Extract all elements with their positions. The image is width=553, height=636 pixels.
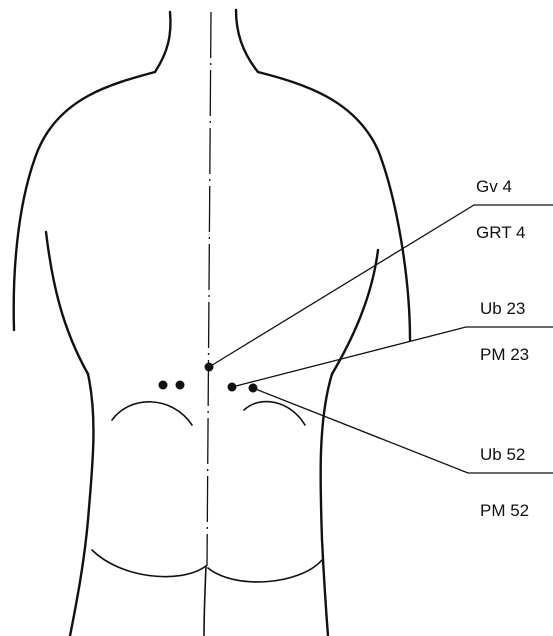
torso-left-outline [14, 72, 155, 330]
acupoint-ub23-left [159, 381, 168, 390]
neck-left-line [155, 12, 170, 72]
buttock-left-upper-curve [112, 402, 192, 425]
gluteal-fold-left [92, 550, 206, 577]
acupoint-gv4 [205, 363, 214, 372]
torso-left-inner-line [46, 232, 88, 374]
gluteal-cleft [204, 566, 206, 636]
acupoint-ub52-right [249, 384, 258, 393]
label-gv4: Gv 4 [476, 177, 512, 196]
label-grt4: GRT 4 [476, 223, 525, 242]
gluteal-fold-right [208, 560, 322, 582]
hip-right-outline [321, 374, 332, 636]
neck-right-line [236, 10, 258, 72]
label-pm23: PM 23 [480, 345, 529, 364]
acupoint-ub23-right [228, 383, 237, 392]
acupoint-ub52-left [176, 381, 185, 390]
hip-left-outline [70, 374, 93, 636]
torso-right-outline [258, 72, 410, 340]
label-ub23: Ub 23 [480, 299, 525, 318]
label-pm52: PM 52 [480, 501, 529, 520]
spinal-midline [207, 12, 211, 566]
label-ub52: Ub 52 [480, 445, 525, 464]
